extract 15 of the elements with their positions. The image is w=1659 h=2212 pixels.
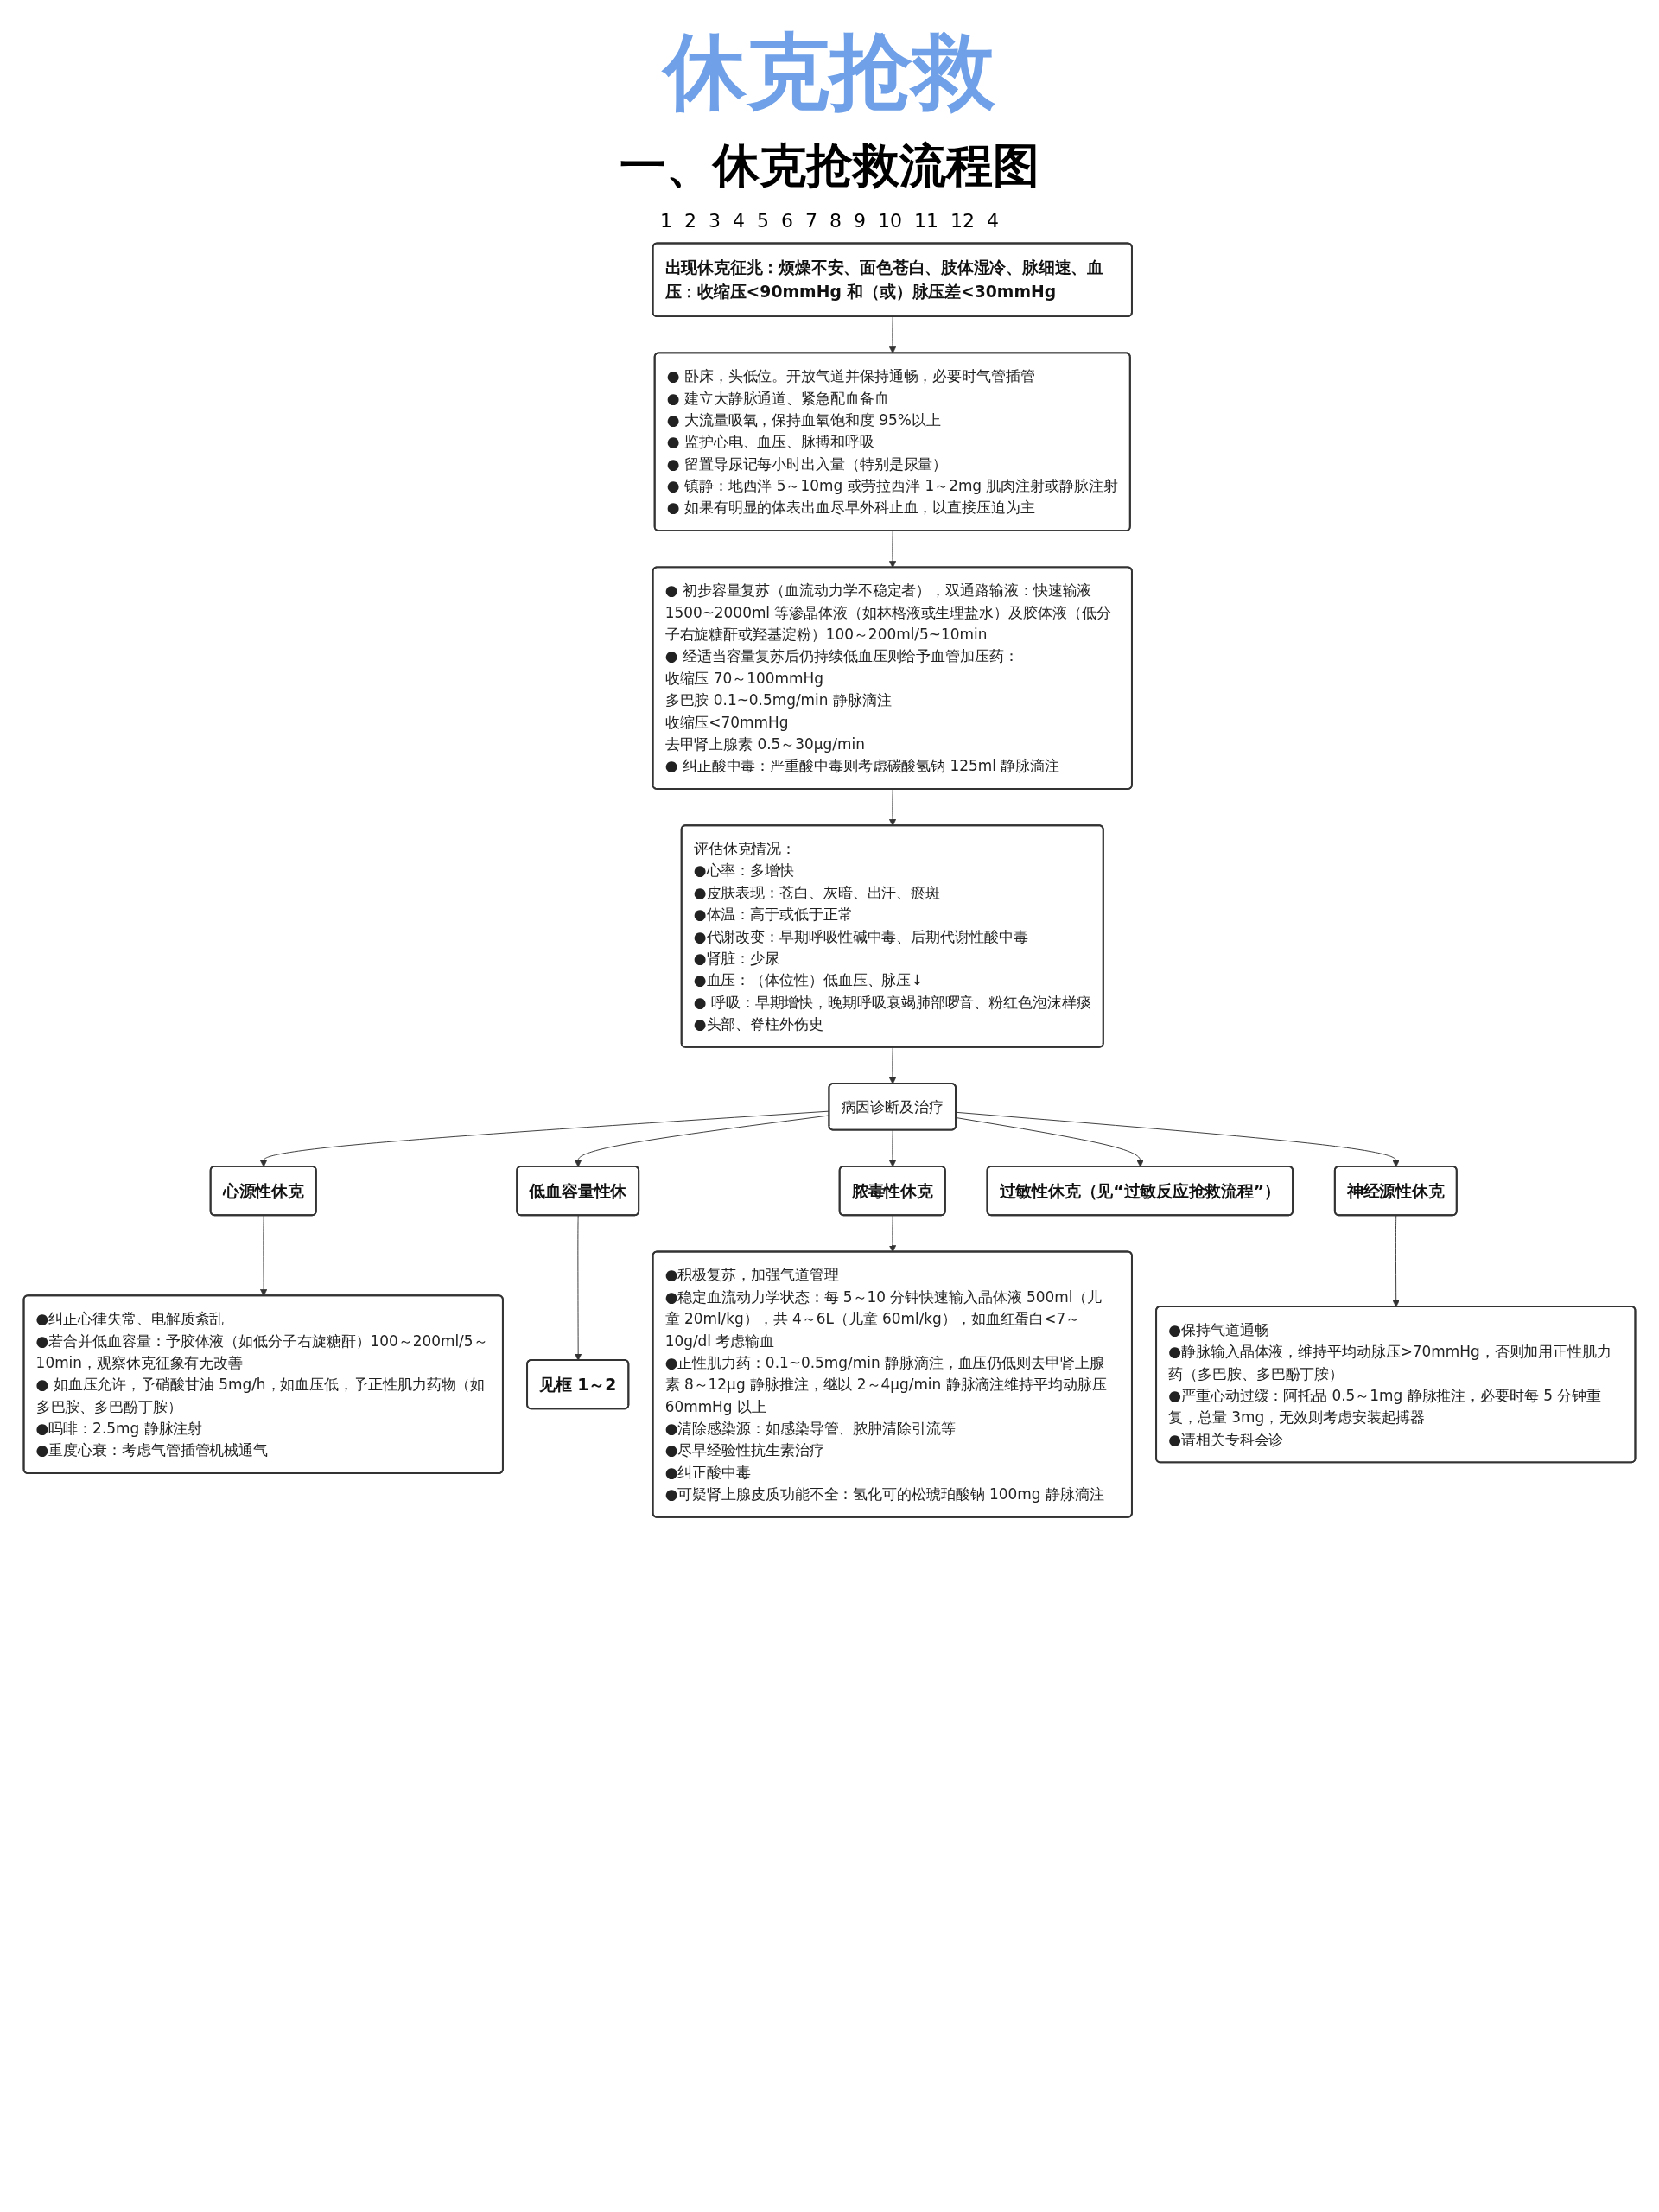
step-number: 9 — [854, 210, 866, 232]
step-number: 1 — [660, 210, 672, 232]
title: 休克抢救 — [0, 17, 1659, 130]
step-number: 5 — [757, 210, 769, 232]
step-number: 6 — [781, 210, 793, 232]
step-number: 10 — [878, 210, 902, 232]
subtitle: 一、休克抢救流程图 — [619, 137, 1040, 194]
step-number: 7 — [805, 210, 817, 232]
step-number: 2 — [684, 210, 696, 232]
step-number: 3 — [709, 210, 721, 232]
step-number: 12 — [950, 210, 975, 232]
step-number: 4 — [733, 210, 745, 232]
step-number: 4 — [987, 210, 999, 232]
step-number: 8 — [830, 210, 842, 232]
step-number: 11 — [914, 210, 938, 232]
